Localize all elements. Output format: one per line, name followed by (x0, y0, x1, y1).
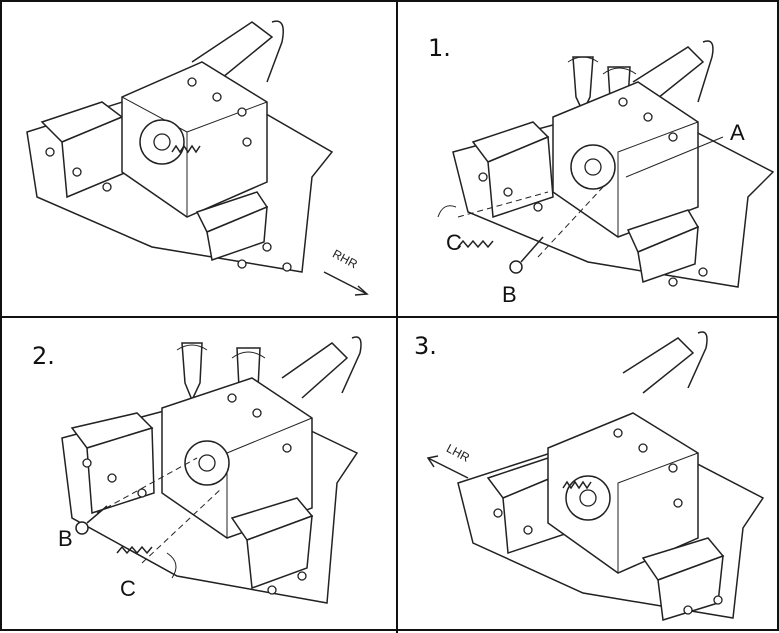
step-number: 2. (32, 342, 55, 370)
screw-icon (509, 236, 544, 274)
mechanism-drawing (426, 331, 765, 621)
mechanism-drawing (437, 40, 775, 288)
callout-c: C (120, 576, 136, 601)
step-number: 1. (428, 34, 451, 62)
arrow-icon (323, 271, 369, 296)
callout-c: C (446, 230, 462, 255)
panel-step-3-lhr: 3. LHR (398, 318, 779, 633)
callout-b: B (58, 526, 73, 551)
arrow-icon (426, 455, 469, 479)
step-number: 3. (414, 332, 437, 360)
spring-icon (116, 545, 177, 579)
panel-initial-rhr: RHR (2, 2, 398, 318)
screwdriver-icon (176, 342, 208, 402)
panel-step-2: 2. (2, 318, 398, 633)
panel-step-1: 1. (398, 2, 779, 318)
screw-icon (75, 505, 108, 535)
mechanism-drawing (61, 336, 362, 604)
callout-a: A (730, 120, 745, 145)
spring-icon (437, 205, 494, 249)
callout-b: B (502, 282, 517, 307)
mechanism-drawing (26, 20, 369, 296)
